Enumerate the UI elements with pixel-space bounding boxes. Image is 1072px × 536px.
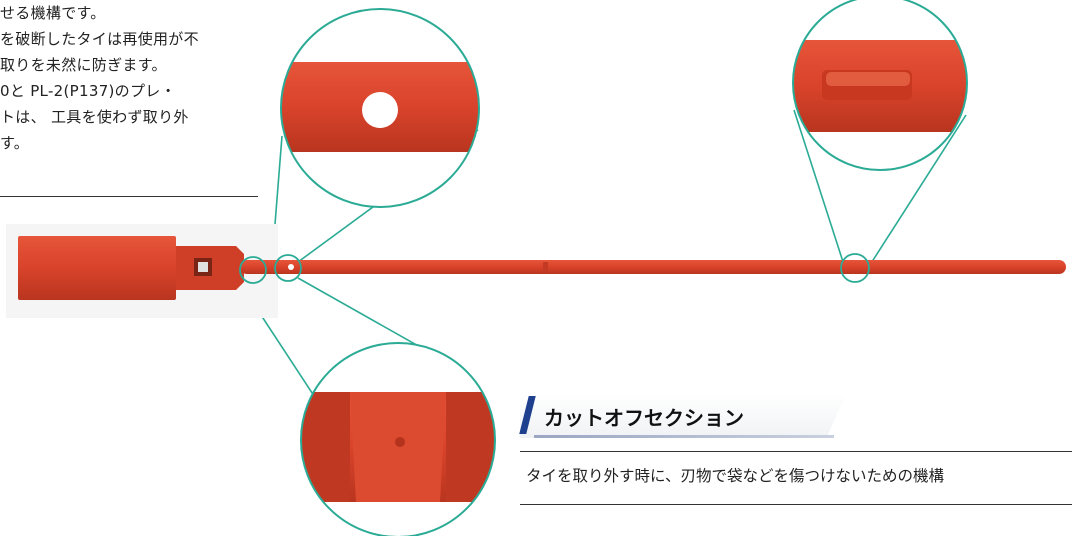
zoom-cutoff-detail xyxy=(300,342,496,536)
callout-marker xyxy=(274,254,302,282)
intro-line: トは、 工具を使わず取り外 xyxy=(0,108,189,126)
intro-text: せる機構です。 を破断したタイは再使用が不 取りを未然に防ぎます。 0と PL-… xyxy=(0,0,262,156)
callout-marker xyxy=(239,256,267,284)
intro-line: 0と PL-2(P137)のプレ・ xyxy=(0,82,176,100)
intro-line: を破断したタイは再使用が不 xyxy=(0,30,199,48)
section-title: カットオフセクション xyxy=(544,406,744,430)
zoom-latch-detail xyxy=(792,0,968,171)
strap xyxy=(240,260,1066,274)
cut-off-mark xyxy=(543,262,548,272)
intro-divider xyxy=(0,196,258,197)
callout-line xyxy=(867,114,967,269)
zoom-hole-detail xyxy=(280,8,480,208)
seal-flag xyxy=(18,236,176,300)
seal-tie xyxy=(6,224,1066,318)
intro-line: せる機構です。 xyxy=(0,4,106,22)
callout-line xyxy=(793,109,846,269)
strap-hole xyxy=(288,264,294,270)
section-divider-top xyxy=(520,451,1072,452)
callout-marker xyxy=(840,253,870,283)
section-divider-bottom xyxy=(520,504,1072,505)
intro-line: す。 xyxy=(0,134,30,152)
section-heading: カットオフセクション xyxy=(519,394,846,438)
intro-line: 取りを未然に防ぎます。 xyxy=(0,56,167,74)
section-description: タイを取り外す時に、刃物で袋などを傷つけないための機構 xyxy=(526,467,945,485)
